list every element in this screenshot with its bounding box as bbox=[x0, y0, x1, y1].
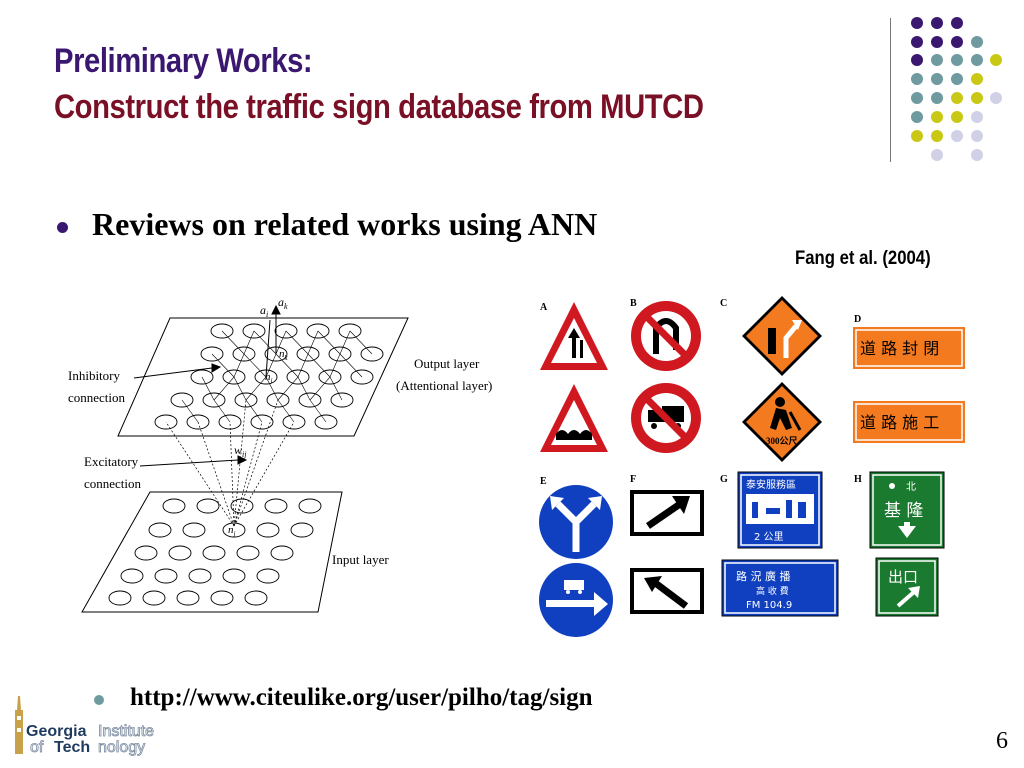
label-inhibitory-connection: connection bbox=[68, 390, 126, 405]
service-area-distance: 2 公里 bbox=[754, 531, 784, 543]
warning-triangle-merge-icon bbox=[540, 302, 608, 370]
sign-label-h: H bbox=[854, 474, 862, 485]
no-trucks-sign-icon bbox=[631, 383, 701, 453]
label-inhibitory: Inhibitory bbox=[68, 368, 120, 383]
input-nodes bbox=[108, 498, 322, 606]
sign-label-c: C bbox=[720, 298, 727, 309]
diagonal-right-arrow-sign-icon bbox=[630, 490, 704, 536]
label-output-layer: Output layer bbox=[414, 356, 480, 371]
label-attentional-layer: (Attentional layer) bbox=[396, 378, 492, 393]
decorative-dot-grid bbox=[911, 17, 1002, 161]
road-closed-sign: 道 路 封 閉 bbox=[851, 325, 967, 371]
service-area-name: 泰安服務區 bbox=[746, 478, 796, 491]
logo-georgia: Georgia bbox=[26, 723, 87, 740]
traffic-radio-title: 路 況 廣 播 bbox=[736, 569, 791, 583]
sign-label-a: A bbox=[540, 302, 548, 313]
label-input-layer: Input layer bbox=[332, 552, 389, 567]
roadwork-distance-text: 300公尺 bbox=[766, 436, 798, 446]
page-number: 6 bbox=[996, 728, 1008, 754]
inhibitory-pointer bbox=[133, 363, 222, 379]
no-u-turn-sign-icon bbox=[631, 301, 701, 371]
truck-lane-sign-icon bbox=[539, 563, 613, 637]
ann-diagram: ai ak nk ni nj wij Inhibitory connection… bbox=[68, 295, 492, 613]
label-a-k: ak bbox=[278, 295, 288, 311]
title-divider bbox=[890, 18, 891, 162]
logo-tech: Tech bbox=[54, 739, 90, 756]
label-n-i: ni bbox=[265, 371, 273, 385]
label-n-k: nk bbox=[279, 348, 289, 362]
sign-label-b: B bbox=[630, 298, 637, 309]
keelung-direction-sign: 北 基 隆 bbox=[869, 471, 945, 549]
label-w-ij: wij bbox=[234, 443, 247, 459]
bullet-url-text: http://www.citeulike.org/user/pilho/tag/… bbox=[130, 684, 593, 711]
bullet-reviews-text: Reviews on related works using ANN bbox=[92, 206, 598, 242]
traffic-radio-sign: 路 況 廣 播 高 收 費 FM 104.9 bbox=[721, 559, 839, 617]
input-layer-plane bbox=[81, 491, 343, 613]
excitatory-links bbox=[165, 399, 295, 527]
diagonal-left-arrow-sign-icon bbox=[630, 568, 704, 614]
label-a-i: ai bbox=[260, 303, 268, 319]
exit-sign: 出口 bbox=[875, 557, 939, 617]
label-excitatory-connection: connection bbox=[84, 476, 142, 491]
detour-diamond-sign-icon bbox=[742, 296, 822, 376]
service-area-sign: 泰安服務區 2 公里 bbox=[737, 471, 823, 549]
logo-of: of bbox=[30, 739, 44, 756]
road-closed-text: 道 路 封 閉 bbox=[860, 339, 939, 358]
keelung-name-text: 基 隆 bbox=[884, 501, 923, 521]
warning-triangle-bump-icon bbox=[540, 384, 608, 452]
traffic-radio-sub: 高 收 費 bbox=[756, 585, 789, 597]
road-construction-sign: 道 路 施 工 bbox=[851, 399, 967, 445]
output-layer-plane bbox=[117, 317, 409, 437]
title-line-1: Preliminary Works: bbox=[54, 42, 313, 80]
output-arrows bbox=[265, 304, 281, 378]
tech-tower-icon bbox=[15, 696, 23, 754]
sign-label-g: G bbox=[720, 474, 728, 485]
sign-label-e: E bbox=[540, 476, 547, 487]
keelung-north-text: 北 bbox=[906, 481, 916, 493]
title-line-2: Construct the traffic sign database from… bbox=[54, 88, 704, 126]
excitatory-pointer bbox=[139, 455, 248, 467]
roadwork-diamond-sign-icon: 300公尺 bbox=[742, 382, 822, 462]
lateral-links bbox=[181, 330, 373, 423]
exit-text: 出口 bbox=[888, 568, 918, 586]
bullet-marker bbox=[57, 222, 68, 233]
split-direction-sign-icon bbox=[539, 485, 613, 559]
label-n-j: nj bbox=[228, 524, 236, 538]
bullet-marker-2 bbox=[94, 695, 104, 705]
sign-label-f: F bbox=[630, 474, 636, 485]
traffic-radio-frequency: FM 104.9 bbox=[746, 600, 792, 611]
citation-text: Fang et al. (2004) bbox=[795, 248, 931, 269]
traffic-sign-samples: A B C D E F G H bbox=[539, 296, 967, 637]
sign-label-d: D bbox=[854, 314, 861, 325]
logo-institute: Institute bbox=[98, 723, 154, 740]
georgia-tech-logo: Georgia Institute of Tech nology bbox=[15, 696, 155, 756]
label-excitatory: Excitatory bbox=[84, 454, 139, 469]
logo-nology: nology bbox=[98, 739, 145, 756]
road-construction-text: 道 路 施 工 bbox=[860, 413, 939, 432]
slide-title: Preliminary Works: Construct the traffic… bbox=[54, 38, 704, 130]
